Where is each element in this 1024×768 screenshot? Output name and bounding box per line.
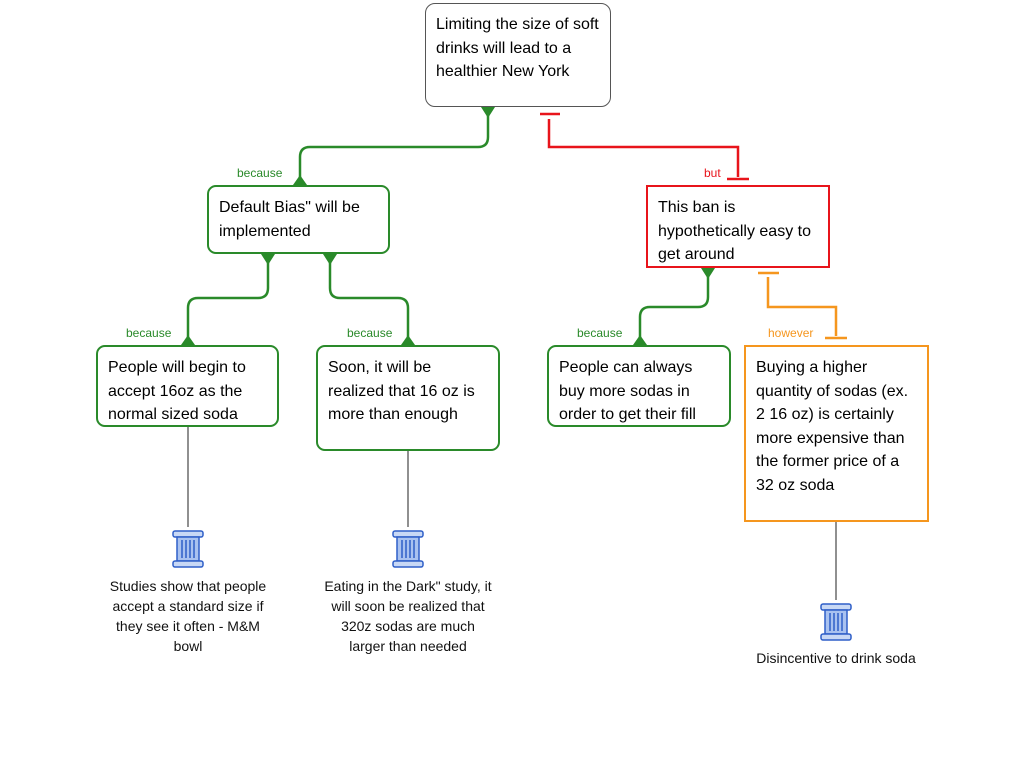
main-claim[interactable]: Limiting the size of soft drinks will le… <box>425 3 611 107</box>
link-label: because <box>347 326 393 340</box>
link-objection <box>540 112 749 181</box>
reason-accept-16oz[interactable]: People will begin to accept 16oz as the … <box>96 345 279 427</box>
link-label: because <box>126 326 172 340</box>
reason-text: Soon, it will be realized that 16 oz is … <box>328 359 475 423</box>
rebuttal-box[interactable]: Buying a higher quantity of sodas (ex. 2… <box>744 345 929 522</box>
reason-text: Default Bias" will be implemented <box>219 199 360 240</box>
main-claim-text: Limiting the size of soft drinks will le… <box>436 16 599 80</box>
column-icon <box>171 530 205 568</box>
link-rebuttal <box>758 271 847 340</box>
link-root-to-bias <box>298 107 490 185</box>
reason-default-bias[interactable]: Default Bias" will be implemented <box>207 185 390 254</box>
evidence-text[interactable]: Eating in the Dark" study, it will soon … <box>324 578 492 654</box>
link-label: because <box>577 326 623 340</box>
link-label: because <box>237 166 283 180</box>
column-icon <box>391 530 425 568</box>
rebuttal-text: Buying a higher quantity of sodas (ex. 2… <box>756 359 909 494</box>
reason-text: People will begin to accept 16oz as the … <box>108 359 246 423</box>
link-bias-to-c2 <box>328 254 410 345</box>
link-ban-to-c3 <box>638 268 710 345</box>
objection-text: This ban is hypothetically easy to get a… <box>658 199 811 263</box>
reason-16oz-enough[interactable]: Soon, it will be realized that 16 oz is … <box>316 345 500 451</box>
reason-text: People can always buy more sodas in orde… <box>559 359 696 423</box>
link-bias-to-c1 <box>186 254 270 345</box>
objection-box[interactable]: This ban is hypothetically easy to get a… <box>646 185 830 268</box>
reason-buy-more[interactable]: People can always buy more sodas in orde… <box>547 345 731 427</box>
link-label: but <box>704 166 721 180</box>
column-icon <box>819 603 853 641</box>
link-label: however <box>768 326 814 340</box>
evidence-text[interactable]: Studies show that people accept a standa… <box>109 578 267 654</box>
evidence-text[interactable]: Disincentive to drink soda <box>756 650 916 666</box>
